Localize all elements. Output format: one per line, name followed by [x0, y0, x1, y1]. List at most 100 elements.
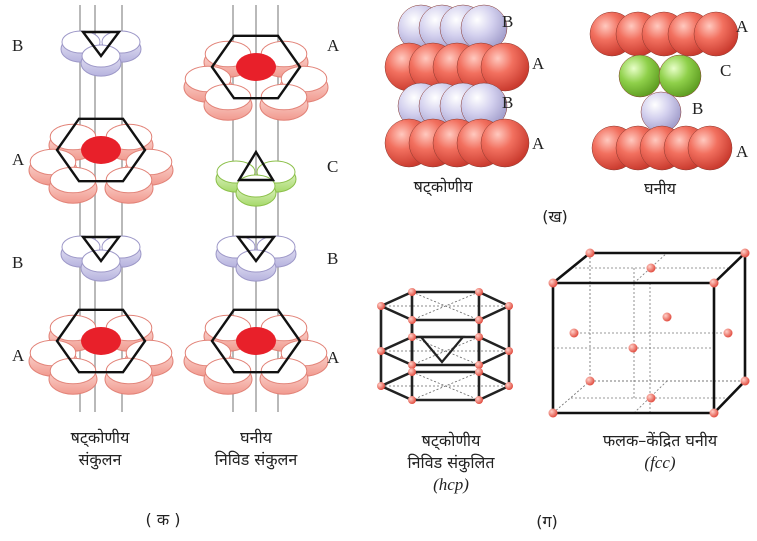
central-atom — [81, 136, 121, 164]
layer-label: C — [720, 61, 732, 80]
caption-line: फलक–केंद्रित घनीय — [602, 431, 718, 450]
sphere — [658, 54, 702, 98]
sphere — [480, 118, 530, 168]
triangular-layer — [215, 235, 297, 282]
fcc-atom — [740, 248, 750, 258]
sphere — [693, 11, 739, 57]
caption-fcc: फलक–केंद्रित घनीय (fcc) — [565, 430, 755, 474]
hcp-atom — [505, 382, 513, 390]
hcp-atom — [408, 361, 416, 369]
caption-line: निविड संकुलन — [214, 450, 298, 469]
layer-label: B — [692, 99, 704, 118]
caption-line: संकुलन — [78, 450, 122, 469]
hcp-atom — [475, 316, 483, 324]
hexagon-outline — [55, 117, 147, 183]
hexagon-outline — [210, 34, 302, 100]
layer-label: B — [12, 253, 24, 272]
layer-label: A — [736, 17, 749, 36]
hexagon-outline — [55, 308, 147, 374]
hcp-atom — [475, 333, 483, 341]
fcc-edge — [713, 252, 746, 284]
triangular-layer — [215, 149, 297, 207]
hcp-atom — [377, 347, 385, 355]
hcp-atom — [408, 316, 416, 324]
part-k-stacking-views — [28, 5, 329, 412]
fcc-unit-cell — [548, 248, 750, 418]
layer-label: A — [532, 134, 545, 153]
hexagon-outline — [210, 308, 302, 374]
fcc-atom — [585, 248, 595, 258]
caption-line: षट्कोणीय — [421, 431, 481, 450]
hcp-diagonal — [411, 371, 480, 401]
fcc-guide — [633, 252, 668, 284]
caption-abbr: (hcp) — [433, 475, 469, 494]
fcc-atom — [709, 408, 719, 418]
part-kh-sphere-stacks — [384, 4, 739, 171]
fcc-atom — [723, 328, 733, 338]
part-label-k: ( क ) — [145, 510, 181, 529]
fcc-atom — [548, 278, 558, 288]
caption-abbr: (fcc) — [644, 453, 676, 472]
hcp-atom — [505, 302, 513, 310]
caption-line: निविड संकुलित — [407, 453, 495, 472]
hexagonal-layer-a — [183, 308, 329, 395]
hexagonal-layer-a — [28, 308, 174, 395]
fcc-atom — [740, 376, 750, 386]
hcp-midlayer-triangle — [418, 335, 466, 364]
sphere — [618, 54, 662, 98]
triangle-outline — [80, 30, 122, 58]
fcc-edge — [552, 380, 591, 414]
part-label-kh: (ख) — [542, 207, 568, 226]
hexagonal-layer-a — [28, 117, 174, 204]
caption-hexagonal-packing: षट्कोणीय संकुलन — [50, 427, 150, 471]
central-atom — [81, 327, 121, 355]
layer-label: B — [327, 249, 339, 268]
hcp-atom — [475, 361, 483, 369]
triangular-layer — [60, 235, 142, 282]
fcc-atom — [662, 312, 672, 322]
fcc-atom — [709, 278, 719, 288]
hcp-atom — [408, 368, 416, 376]
layer-label: C — [327, 157, 339, 176]
fcc-atom — [569, 328, 579, 338]
central-atom — [236, 53, 276, 81]
layer-label: B — [502, 12, 514, 31]
sphere-cap-top — [236, 174, 276, 198]
hcp-atom — [475, 368, 483, 376]
layer-label: A — [327, 36, 340, 55]
hcp-atom — [475, 396, 483, 404]
fcc-edge — [552, 251, 591, 285]
sphere — [480, 42, 530, 92]
hcp-atom — [377, 302, 385, 310]
fcc-atom — [646, 393, 656, 403]
hcp-atom — [475, 288, 483, 296]
hcp-atom — [408, 333, 416, 341]
layer-label: A — [327, 348, 340, 367]
caption-line: षट्कोणीय — [70, 428, 130, 447]
triangular-layer — [60, 30, 142, 77]
triangle-outline — [236, 149, 276, 182]
layer-label: A — [12, 150, 25, 169]
hcp-atom — [408, 288, 416, 296]
hcp-atom — [377, 382, 385, 390]
hcp-diagonal — [411, 336, 480, 366]
fcc-atom — [548, 408, 558, 418]
triangle-outline — [235, 235, 277, 263]
layer-label: A — [736, 142, 749, 161]
hexagonal-layer-a — [183, 34, 329, 121]
hcp-atom — [505, 347, 513, 355]
layer-label: B — [12, 36, 24, 55]
caption-hexagonal-stack: षट्कोणीय — [413, 177, 473, 196]
layer-label: B — [502, 93, 514, 112]
caption-hcp: षट्कोणीय निविड संकुलित (hcp) — [376, 430, 526, 496]
triangle-outline — [80, 235, 122, 263]
hcp-diagonal — [411, 291, 480, 321]
hcp-atom — [408, 396, 416, 404]
central-atom — [236, 327, 276, 355]
caption-cubic-stack: घनीय — [644, 179, 676, 198]
sphere — [687, 125, 733, 171]
caption-line: घनीय — [240, 428, 272, 447]
layer-label: A — [532, 54, 545, 73]
